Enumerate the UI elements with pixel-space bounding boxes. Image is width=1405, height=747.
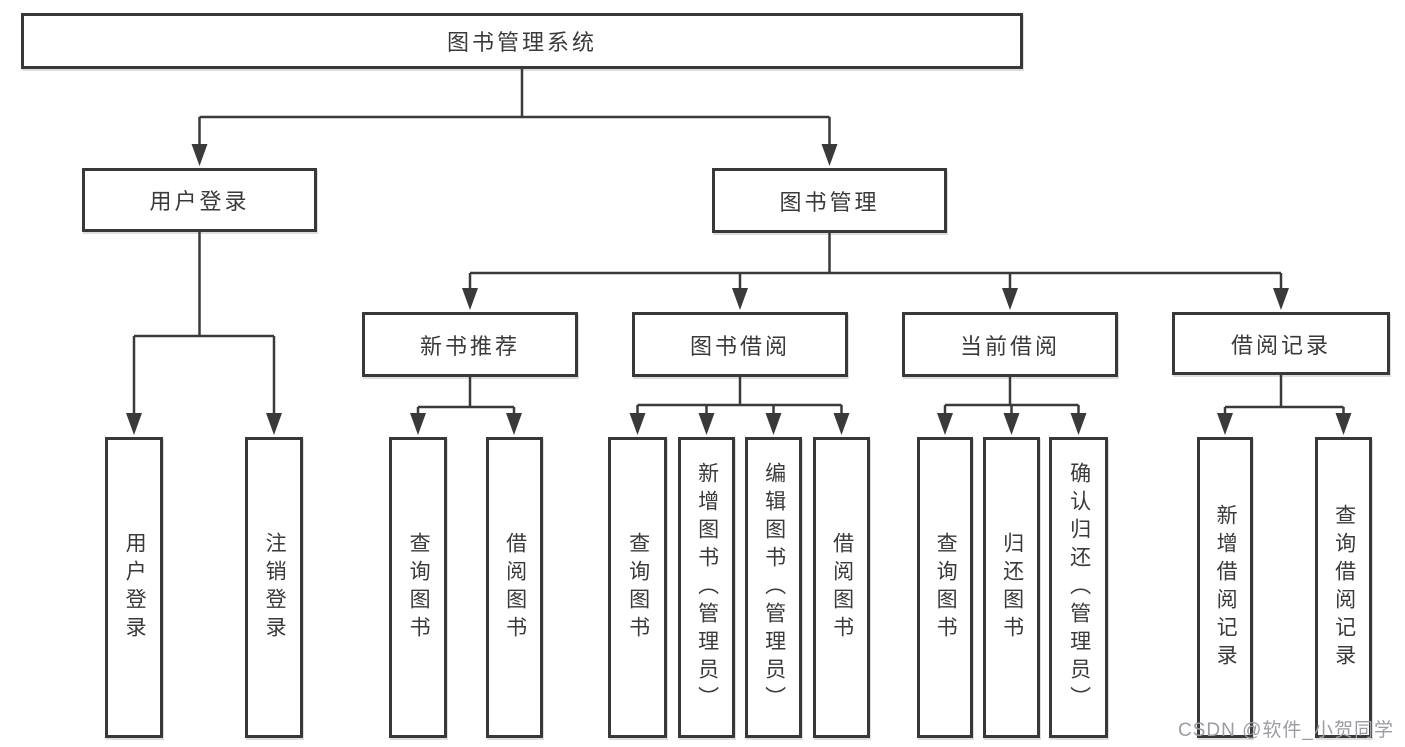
node-label: 查询借阅记录	[1332, 503, 1356, 672]
node-label: 新增图书（管理员）	[695, 461, 719, 714]
node-label: 用户登录	[149, 189, 250, 214]
node-label: 查询图书	[934, 531, 958, 644]
arrow-down-icon	[1002, 288, 1018, 310]
node-current-borrow: 当前借阅	[902, 312, 1118, 377]
leaf-query-books-current: 查询图书	[917, 437, 973, 738]
leaf-logout: 注销登录	[245, 437, 303, 738]
arrow-down-icon	[698, 413, 715, 435]
arrow-down-icon	[1070, 413, 1087, 435]
arrow-down-icon	[833, 413, 850, 435]
arrow-down-icon	[937, 413, 953, 435]
arrow-down-icon	[732, 288, 748, 310]
node-book-management: 图书管理	[712, 168, 947, 233]
node-label: 借阅记录	[1230, 332, 1331, 358]
node-label: 新增借阅记录	[1214, 503, 1238, 672]
node-label: 确认归还（管理员）	[1067, 461, 1091, 714]
csdn-watermark: CSDN @软件_小贺同学	[1178, 720, 1394, 741]
leaf-user-login: 用户登录	[105, 437, 163, 738]
node-label: 借阅图书	[830, 531, 854, 644]
leaf-query-books-borrow: 查询图书	[608, 437, 667, 738]
leaf-borrow-books-recommend: 借阅图书	[486, 437, 543, 738]
leaf-return-books: 归还图书	[983, 437, 1040, 738]
leaf-borrow-books: 借阅图书	[813, 437, 870, 738]
leaf-query-borrow-record: 查询借阅记录	[1315, 437, 1372, 738]
arrow-down-icon	[506, 413, 522, 435]
leaf-edit-books-admin: 编辑图书（管理员）	[745, 437, 802, 738]
node-label: 借阅图书	[503, 531, 527, 644]
node-label: 查询图书	[407, 531, 431, 644]
arrow-down-icon	[266, 413, 282, 435]
node-book-borrow: 图书借阅	[632, 312, 848, 377]
node-label: 编辑图书（管理员）	[762, 461, 786, 714]
arrow-down-icon	[462, 288, 478, 310]
arrow-down-icon	[1217, 413, 1233, 435]
arrow-down-icon	[410, 413, 426, 435]
arrow-down-icon	[191, 144, 208, 166]
arrow-down-icon	[1273, 288, 1289, 310]
node-root-system: 图书管理系统	[21, 13, 1023, 69]
node-borrow-records: 借阅记录	[1172, 312, 1390, 375]
leaf-add-books-admin: 新增图书（管理员）	[678, 437, 735, 738]
tree-edges	[132, 69, 1345, 418]
node-user-login: 用户登录	[82, 168, 317, 232]
node-label: 查询图书	[626, 531, 650, 644]
leaf-confirm-return-admin: 确认归还（管理员）	[1049, 437, 1108, 738]
arrow-down-icon	[765, 413, 782, 435]
node-label: 图书借阅	[689, 333, 790, 359]
leaf-query-books-recommend: 查询图书	[389, 437, 447, 738]
node-label: 用户登录	[123, 531, 147, 644]
node-new-book-recommend: 新书推荐	[362, 312, 578, 377]
node-label: 图书管理系统	[446, 30, 597, 55]
arrow-down-icon	[821, 144, 838, 166]
arrowheads	[126, 144, 1352, 435]
arrow-down-icon	[126, 413, 142, 435]
node-label: 归还图书	[1000, 531, 1024, 644]
node-label: 新书推荐	[419, 333, 520, 359]
arrow-down-icon	[1003, 413, 1020, 435]
node-label: 注销登录	[263, 531, 287, 644]
arrow-down-icon	[1335, 413, 1352, 435]
arrow-down-icon	[629, 413, 646, 435]
node-label: 图书管理	[779, 189, 880, 215]
leaf-add-borrow-record: 新增借阅记录	[1197, 437, 1253, 738]
node-label: 当前借阅	[959, 333, 1060, 359]
